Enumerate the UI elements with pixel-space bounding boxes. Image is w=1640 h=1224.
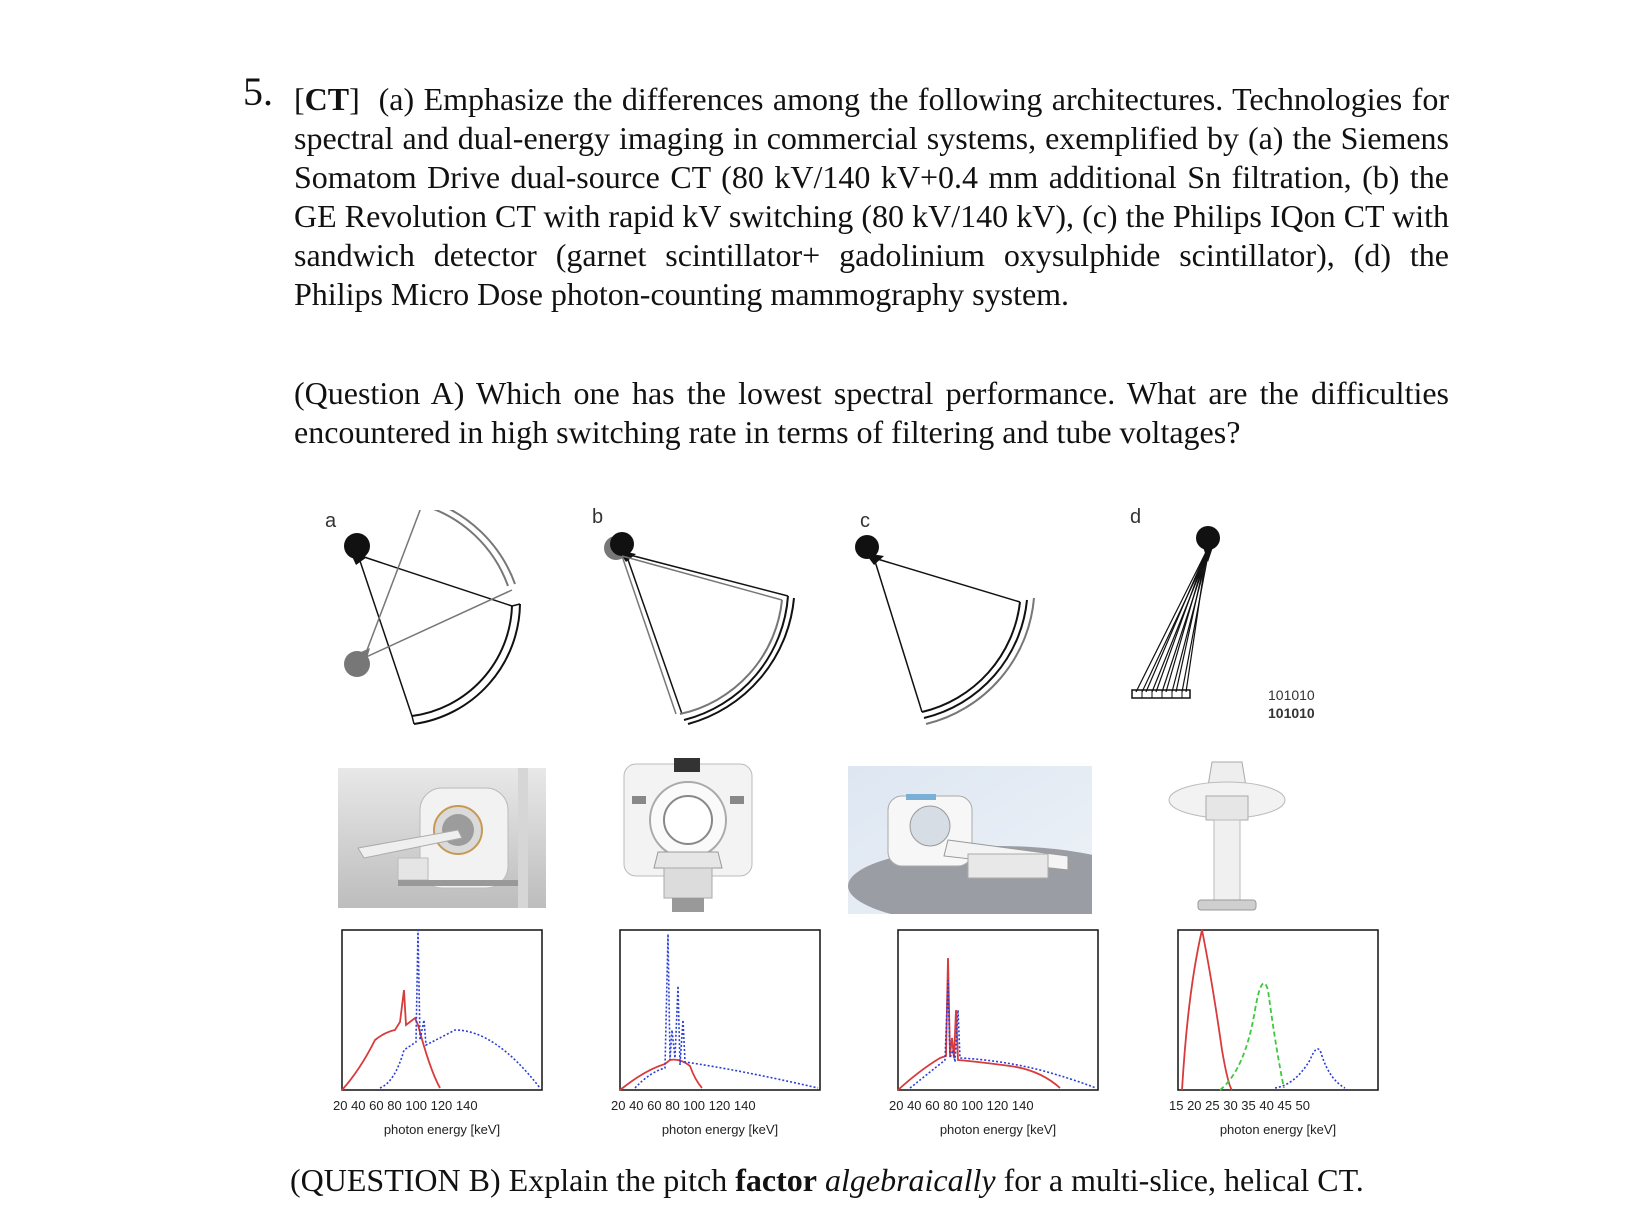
plot-b-blue: [634, 933, 819, 1089]
plot-a-red: [341, 989, 441, 1091]
photo-ge-scanner: [618, 756, 758, 916]
photo-philips-iqon: [848, 766, 1092, 914]
ticks-c: 20 40 60 80 100 120 140: [889, 1098, 1034, 1113]
xlabel-b: photon energy [keV]: [661, 1122, 779, 1137]
ticks-a: 20 40 60 80 100 120 140: [333, 1098, 478, 1113]
panel-letter-b: b: [592, 506, 604, 528]
question-b-italic: algebraically: [824, 1162, 996, 1198]
geometry-d-photon-counting: [1131, 526, 1220, 699]
plot-d-green: [1219, 982, 1285, 1091]
xlabel-c: photon energy [keV]: [939, 1122, 1057, 1137]
question-b: (QUESTION B) Explain the pitch factor al…: [290, 1162, 1364, 1199]
question-b-bold: factor: [735, 1162, 817, 1198]
question-body: [CT] (a) Emphasize the differences among…: [294, 81, 1450, 312]
geometry-b-kv-switching: [604, 532, 795, 725]
question-body-text: (a) Emphasize the differences among the …: [294, 81, 1450, 312]
photo-siemens-scanner: [338, 768, 546, 908]
figure: a b c d: [300, 506, 1420, 1140]
plot-a-blue: [379, 929, 541, 1089]
plot-c-red: [897, 957, 1061, 1091]
question-number: 5.: [243, 69, 273, 114]
xlabel-d: photon energy [keV]: [1219, 1122, 1337, 1137]
spectrum-plots: [341, 929, 1379, 1091]
plot-frame-b: [619, 929, 821, 1091]
question-b-suffix: for a multi-slice, helical CT.: [995, 1162, 1364, 1198]
plot-d-red: [1181, 929, 1233, 1091]
photo-philips-microdose: [1162, 756, 1292, 916]
question-b-prefix: (QUESTION B) Explain the pitch: [290, 1162, 736, 1198]
binary-line-1: 101010: [1268, 687, 1315, 703]
plot-frame-d: [1177, 929, 1379, 1091]
panel-letter-c: c: [860, 510, 870, 532]
plot-frame-a: [341, 929, 543, 1091]
question-a: (Question A) Which one has the lowest sp…: [294, 375, 1449, 450]
geometry-diagrams: [344, 510, 1220, 725]
plot-d-blue: [1274, 1048, 1346, 1089]
panel-letter-d: d: [1130, 506, 1142, 528]
xlabel-a: photon energy [keV]: [383, 1122, 501, 1137]
binary-readout: 101010 101010: [1268, 686, 1315, 722]
plot-b-red: [619, 1058, 703, 1091]
binary-line-2: 101010: [1268, 705, 1315, 721]
question-tag: CT: [304, 81, 350, 117]
geometry-c-dual-layer: [855, 535, 1035, 725]
panel-letter-a: a: [325, 510, 337, 532]
ticks-b: 20 40 60 80 100 120 140: [611, 1098, 756, 1113]
ticks-d: 15 20 25 30 35 40 45 50: [1169, 1098, 1310, 1113]
geometry-a-dual-source: [344, 510, 521, 725]
plot-frame-c: [897, 929, 1099, 1091]
plot-c-blue: [909, 979, 1097, 1089]
